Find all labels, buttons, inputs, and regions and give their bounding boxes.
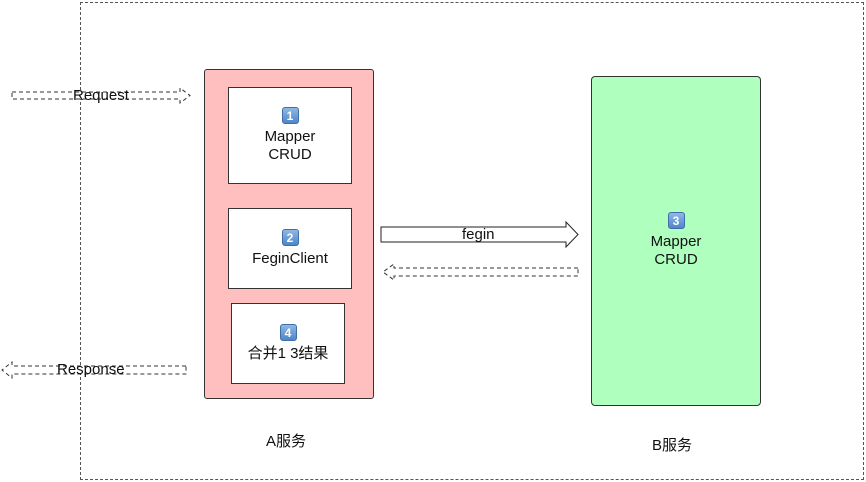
return-arrow xyxy=(382,263,579,281)
box-line: Mapper xyxy=(264,128,316,145)
service-b-label: B服务 xyxy=(652,437,693,454)
request-label: Request xyxy=(73,87,129,104)
response-arrow xyxy=(1,360,187,380)
service-b-line: Mapper xyxy=(650,233,702,250)
box-line: FeginClient xyxy=(252,250,328,267)
box-line: CRUD xyxy=(268,146,312,163)
service-a-box-feginclient: 2 FeginClient xyxy=(228,208,352,289)
service-a-box-mapper-crud: 1 Mapper CRUD xyxy=(228,87,352,184)
service-b-container xyxy=(591,76,761,406)
service-b-line: CRUD xyxy=(654,251,698,268)
number-badge-icon: 2 xyxy=(281,229,299,246)
number-badge-icon: 4 xyxy=(279,324,297,341)
service-b-content: 3 Mapper CRUD xyxy=(591,212,761,269)
service-a-label: A服务 xyxy=(266,433,307,450)
outer-boundary xyxy=(80,2,864,480)
fegin-arrow xyxy=(380,220,579,249)
request-arrow xyxy=(11,87,191,104)
fegin-label: fegin xyxy=(462,226,495,243)
number-badge-icon: 1 xyxy=(281,107,299,124)
box-line: 合并1 3结果 xyxy=(247,345,329,362)
number-badge-icon: 3 xyxy=(667,212,685,229)
service-a-box-merge-results: 4 合并1 3结果 xyxy=(231,303,345,384)
response-label: Response xyxy=(57,361,125,378)
